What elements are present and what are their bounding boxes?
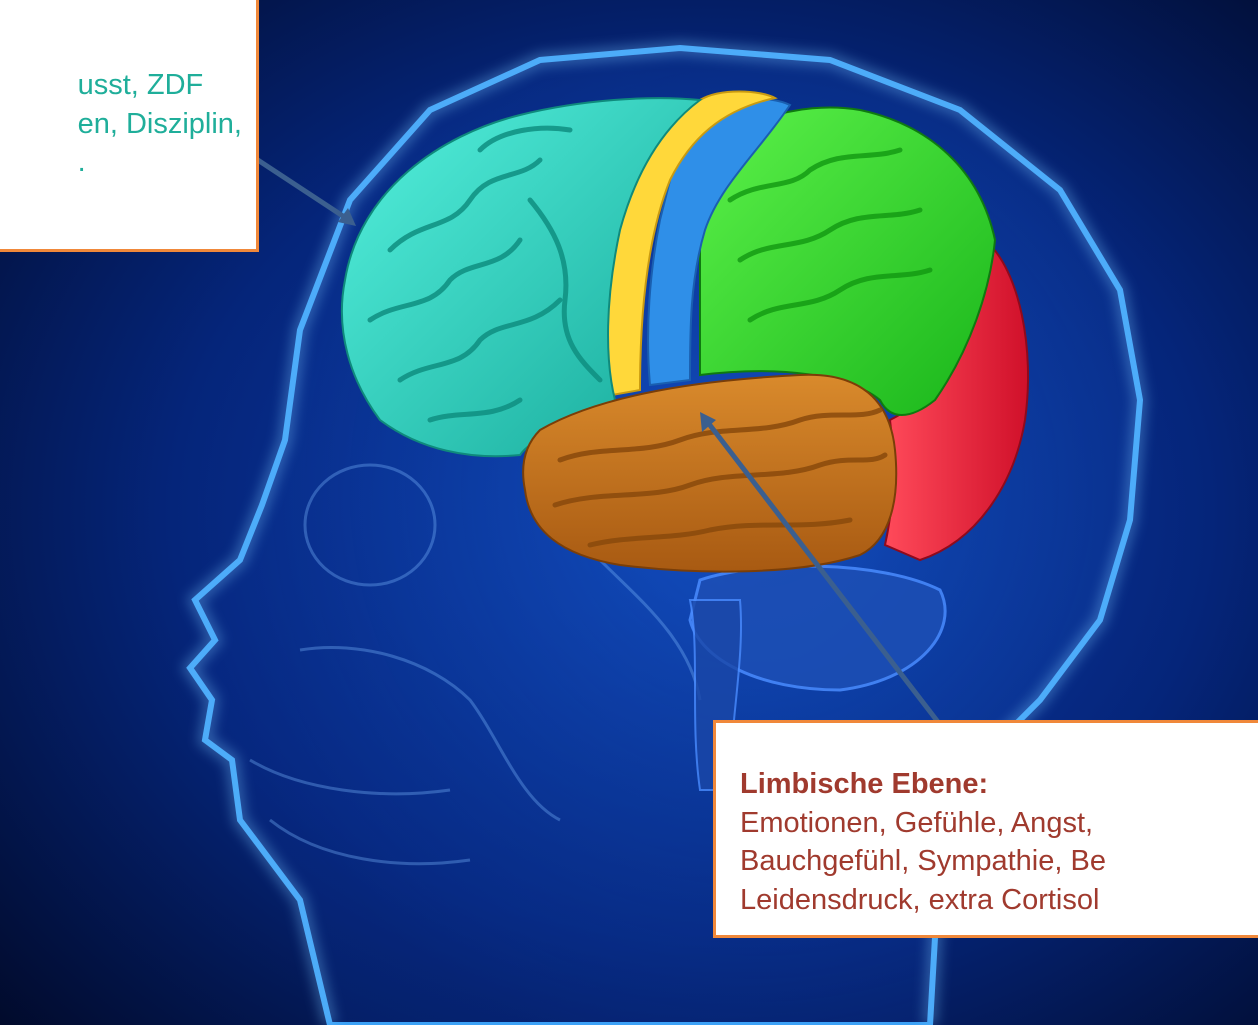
limbic-callout-box: Limbische Ebene: Emotionen, Gefühle, Ang… bbox=[713, 720, 1258, 938]
frontal-callout-text: usst, ZDF en, Disziplin, . bbox=[78, 66, 236, 182]
frontal-callout-line-1: usst, ZDF bbox=[78, 66, 242, 105]
frontal-callout-box: usst, ZDF en, Disziplin, . bbox=[0, 0, 259, 252]
frontal-callout-line-3: . bbox=[78, 143, 242, 182]
limbic-callout-title: Limbische Ebene: bbox=[740, 765, 1258, 804]
frontal-callout-line-2: en, Disziplin, bbox=[78, 105, 242, 144]
limbic-callout-line-2: Bauchgefühl, Sympathie, Be bbox=[740, 842, 1258, 881]
limbic-callout-line-3: Leidensdruck, extra Cortisol bbox=[740, 881, 1258, 920]
limbic-callout-line-1: Emotionen, Gefühle, Angst, bbox=[740, 804, 1258, 843]
